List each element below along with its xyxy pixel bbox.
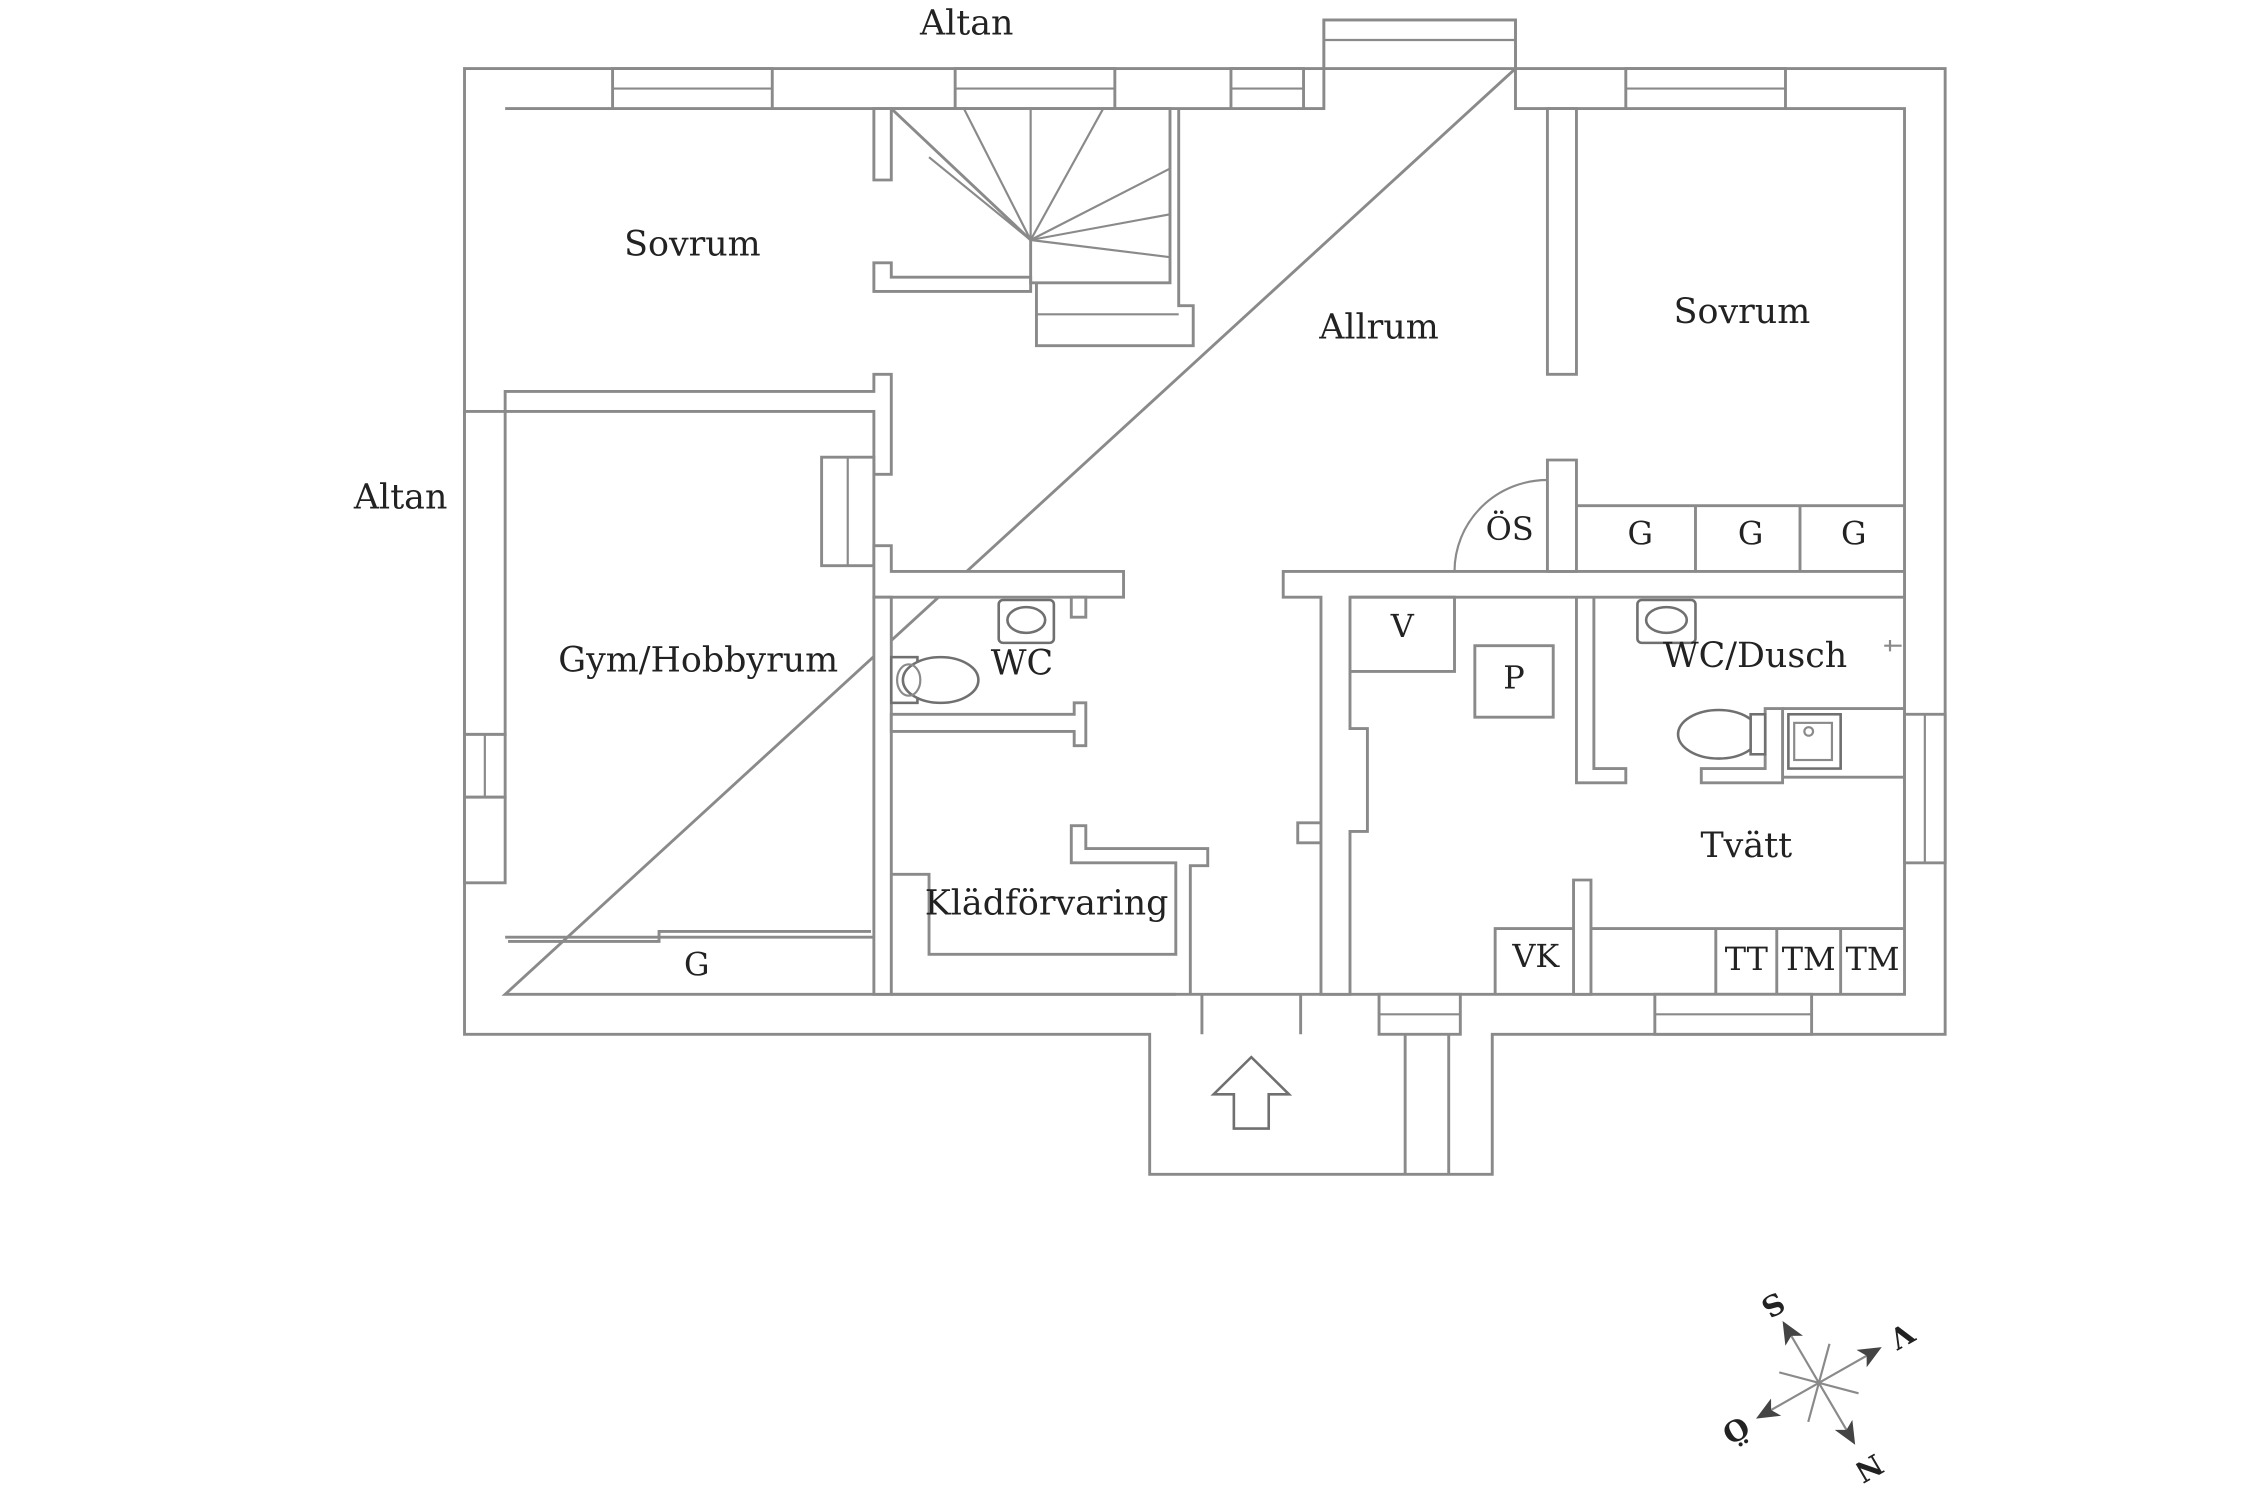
compass-arrow-v-icon	[1856, 1347, 1882, 1368]
label-tm-2: TM	[1846, 942, 1900, 978]
compass-arrow-s-icon	[1782, 1320, 1803, 1346]
room-sovrum-right: Sovrum	[1674, 292, 1811, 332]
label-vk: VK	[1511, 939, 1560, 975]
room-v: V	[1390, 609, 1415, 645]
compass-s-label: S	[1755, 1285, 1790, 1325]
shower-icon	[1884, 640, 1902, 652]
altan-top-label: Altan	[919, 4, 1013, 44]
label-g-right-1: G	[1628, 517, 1654, 553]
label-tt: TT	[1725, 942, 1768, 978]
wc-fixtures	[889, 598, 1056, 705]
room-kladforvaring: Klädförvaring	[925, 884, 1169, 924]
room-tvatt: Tvätt	[1700, 826, 1792, 866]
room-sovrum-left: Sovrum	[624, 225, 761, 265]
compass-arrow-n-icon	[1834, 1419, 1856, 1445]
compass-n-label: N	[1849, 1447, 1889, 1489]
room-allrum: Allrum	[1318, 308, 1439, 348]
windows	[463, 18, 1947, 1036]
room-wc-dusch: WC/Dusch	[1663, 636, 1847, 676]
compass-o-label: Ö	[1716, 1409, 1755, 1451]
compass-arrow-o-icon	[1756, 1398, 1782, 1419]
entrance-arrow-icon	[1210, 1055, 1293, 1130]
label-g-right-3: G	[1841, 517, 1867, 553]
compass-rose: S N V Ö	[1716, 1285, 1921, 1489]
room-p: P	[1503, 661, 1524, 697]
altan-left-label: Altan	[353, 478, 447, 518]
label-g-right-2: G	[1738, 517, 1764, 553]
room-os: ÖS	[1486, 510, 1534, 548]
bath-fixtures	[1636, 598, 1902, 770]
room-wc: WC	[991, 644, 1053, 684]
interior-walls	[463, 107, 1906, 996]
label-tm-1: TM	[1782, 942, 1836, 978]
label-g-bottom: G	[684, 948, 710, 984]
compass-v-label: V	[1883, 1315, 1921, 1356]
room-gym: Gym/Hobbyrum	[558, 641, 838, 681]
toilet-icon	[1676, 708, 1761, 760]
